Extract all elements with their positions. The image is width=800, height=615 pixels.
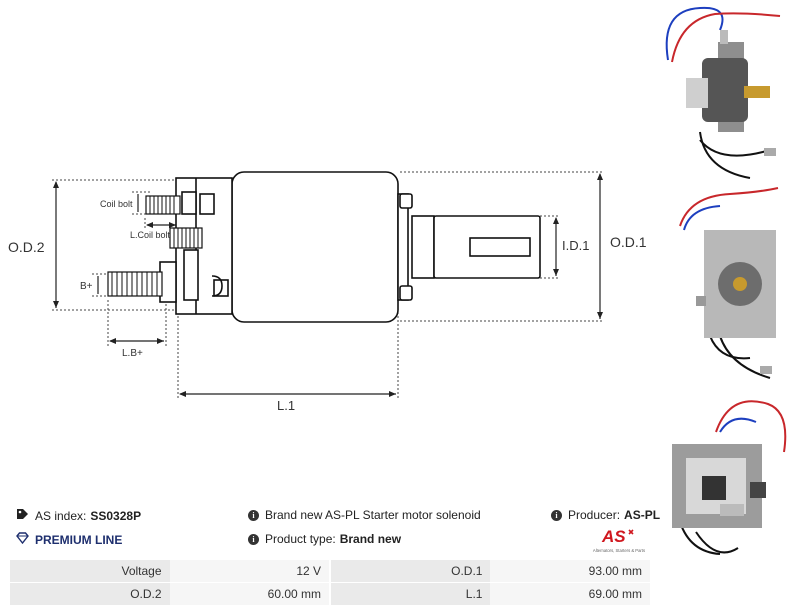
product-photo-front[interactable] — [660, 392, 800, 568]
as-index: AS index: SS0328P — [16, 508, 141, 523]
spec-value: 93.00 mm — [490, 560, 650, 583]
as-index-value: SS0328P — [90, 508, 142, 523]
spec-label: O.D.2 — [10, 582, 170, 606]
l1-label: L.1 — [277, 398, 295, 413]
b-plus-label: B+ — [80, 281, 93, 292]
bolt-threads — [111, 196, 199, 296]
dimension-lines — [53, 173, 603, 397]
od1-label: O.D.1 — [610, 234, 647, 250]
product-type: i Product type: Brand new — [248, 532, 401, 546]
premium-line: PREMIUM LINE — [16, 532, 122, 547]
l-coil-bolt-label: L.Coil bolt — [130, 230, 171, 240]
spec-value: 69.00 mm — [490, 582, 650, 606]
producer-value: AS-PL — [624, 508, 661, 522]
as-pl-logo: AS Alternators, Starters & Parts — [593, 527, 645, 553]
product-type-value: Brand new — [339, 532, 402, 546]
solenoid-dimension-drawing: O.D.2 O.D.1 I.D.1 L.1 Coil bolt L.Coil b… — [8, 171, 647, 413]
spec-value: 12 V — [169, 560, 330, 583]
product-photo-side[interactable] — [660, 0, 800, 180]
svg-text:Alternators, Starters & Parts: Alternators, Starters & Parts — [593, 548, 645, 553]
product-type-label: Product type: — [265, 532, 336, 546]
svg-text:AS: AS — [601, 527, 626, 546]
premium-line-label: PREMIUM LINE — [35, 532, 123, 547]
info-icon: i — [248, 533, 259, 545]
coil-bolt-label: Coil bolt — [100, 199, 133, 209]
table-row: Voltage 12 V O.D.1 93.00 mm — [10, 560, 650, 583]
producer-label: Producer: — [568, 508, 621, 522]
product-photo-back[interactable] — [660, 186, 800, 386]
spec-label: L.1 — [331, 582, 491, 606]
info-icon: i — [551, 509, 562, 521]
id1-label: I.D.1 — [562, 238, 589, 253]
info-icon: i — [248, 509, 259, 521]
od2-label: O.D.2 — [8, 239, 45, 255]
spec-label: Voltage — [10, 560, 170, 583]
producer: i Producer: AS-PL — [551, 508, 660, 522]
as-index-label: AS index: — [35, 508, 87, 523]
product-description: i Brand new AS-PL Starter motor solenoid — [248, 508, 481, 522]
solenoid-body — [159, 171, 541, 323]
diamond-icon — [16, 532, 29, 547]
specs-table: Voltage 12 V O.D.1 93.00 mm O.D.2 60.00 … — [10, 560, 650, 606]
tag-icon — [16, 508, 29, 523]
spec-value: 60.00 mm — [169, 582, 330, 606]
spec-label: O.D.1 — [331, 560, 491, 583]
description-text: Brand new AS-PL Starter motor solenoid — [265, 508, 481, 522]
l-b-plus-label: L.B+ — [122, 348, 143, 359]
table-row: O.D.2 60.00 mm L.1 69.00 mm — [10, 582, 650, 606]
